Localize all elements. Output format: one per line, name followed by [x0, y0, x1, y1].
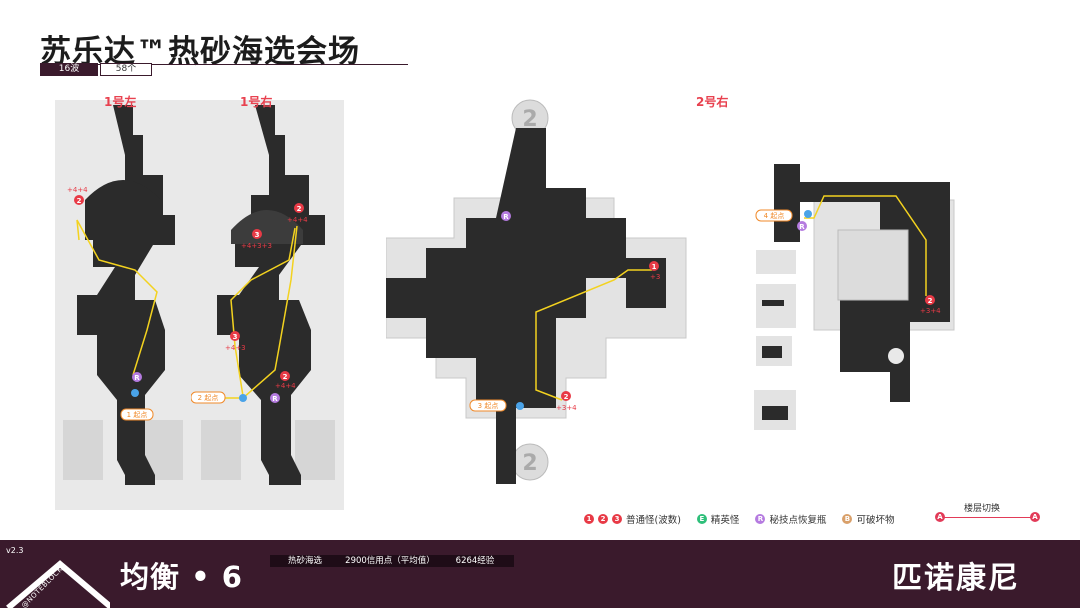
svg-text:R: R [134, 374, 140, 382]
svg-text:R: R [799, 223, 805, 231]
region-name: 匹诺康尼 [892, 561, 1020, 596]
svg-text:3: 3 [233, 333, 238, 341]
map-label-2-right: 2号右 [696, 95, 729, 109]
elite-icon: E [696, 514, 707, 524]
title-divider [40, 64, 408, 65]
map-1-left-drawing: 2 +4+4 R 1 起点 [55, 100, 191, 510]
secret-bottle-icon: R [755, 514, 766, 524]
start-point-3: 3 起点 [478, 402, 499, 410]
floor-switch-start-icon: A [935, 512, 945, 522]
legend-secret-label: 秘技点恢复瓶 [769, 515, 827, 526]
start-point-1: 1 起点 [127, 411, 148, 419]
svg-text:2: 2 [77, 197, 82, 205]
info-chip-exp: 6264经验 [436, 555, 514, 567]
marker-wave2-b-mid: +4+4 [275, 382, 296, 390]
map-2-center-drawing: 2 2 R 1 +3 2 +3+4 3 起点 [386, 99, 687, 484]
svg-text:3: 3 [255, 231, 260, 239]
version-label: v2.3 [6, 546, 24, 555]
marker-wave1-c: +3 [650, 273, 660, 281]
marker-wave2-d: +3+4 [920, 307, 941, 315]
legend-normal-label: 普通怪(波数) [626, 515, 681, 526]
marker-wave3-b-mid: +4+3 [225, 344, 246, 352]
info-chip-credits: 2900信用点（平均值） [330, 555, 450, 567]
svg-text:R: R [503, 213, 509, 221]
floor-switch-end-icon: A [1030, 512, 1040, 522]
floor-switch-line [940, 517, 1035, 518]
svg-text:2: 2 [297, 205, 302, 213]
map-legend: 1 2 3 普通怪(波数) E 精英怪 R 秘技点恢复瓶 B 可破坏物 [584, 512, 894, 526]
svg-text:2: 2 [522, 451, 537, 476]
floor-switch-label: 楼层切换 [964, 504, 1001, 514]
waves-badge: 16波 [40, 63, 98, 76]
footer-bar [0, 540, 1080, 608]
legend-breakable-label: 可破坏物 [856, 515, 895, 526]
marker-wave2-c: +3+4 [556, 404, 577, 412]
svg-text:2: 2 [928, 297, 933, 305]
breakable-icon: B [842, 514, 853, 524]
svg-text:2: 2 [522, 107, 537, 132]
wave-3-icon: 3 [612, 514, 622, 524]
brand-logo-icon [6, 560, 110, 608]
wave-1-icon: 1 [584, 514, 594, 524]
marker-wave2-a: +4+4 [67, 186, 88, 194]
map-label-1-right: 1号右 [240, 95, 273, 109]
marker-wave2-b-top: +4+4 [287, 216, 308, 224]
map-1-right-drawing: 2 +4+4 3 +4+3+3 3 +4+3 2 +4+4 R 2 起点 [191, 100, 344, 510]
wave-2-icon: 2 [598, 514, 608, 524]
difficulty-mode: 均衡 • 6 [120, 560, 243, 594]
svg-text:2: 2 [564, 393, 569, 401]
map-2-right-drawing: R 4 起点 2 +3+4 [754, 164, 955, 430]
legend-elite-label: 精英怪 [710, 515, 740, 526]
marker-wave3-b-top: +4+3+3 [241, 242, 272, 250]
start-point-2: 2 起点 [198, 394, 219, 402]
svg-text:R: R [272, 395, 278, 403]
svg-text:2: 2 [283, 373, 288, 381]
map-label-1-left: 1号左 [104, 95, 137, 109]
enemy-count-badge: 58个 [100, 63, 152, 76]
start-point-4: 4 起点 [764, 212, 785, 220]
svg-text:1: 1 [652, 263, 657, 271]
info-chip-event: 热砂海选 [270, 555, 340, 567]
